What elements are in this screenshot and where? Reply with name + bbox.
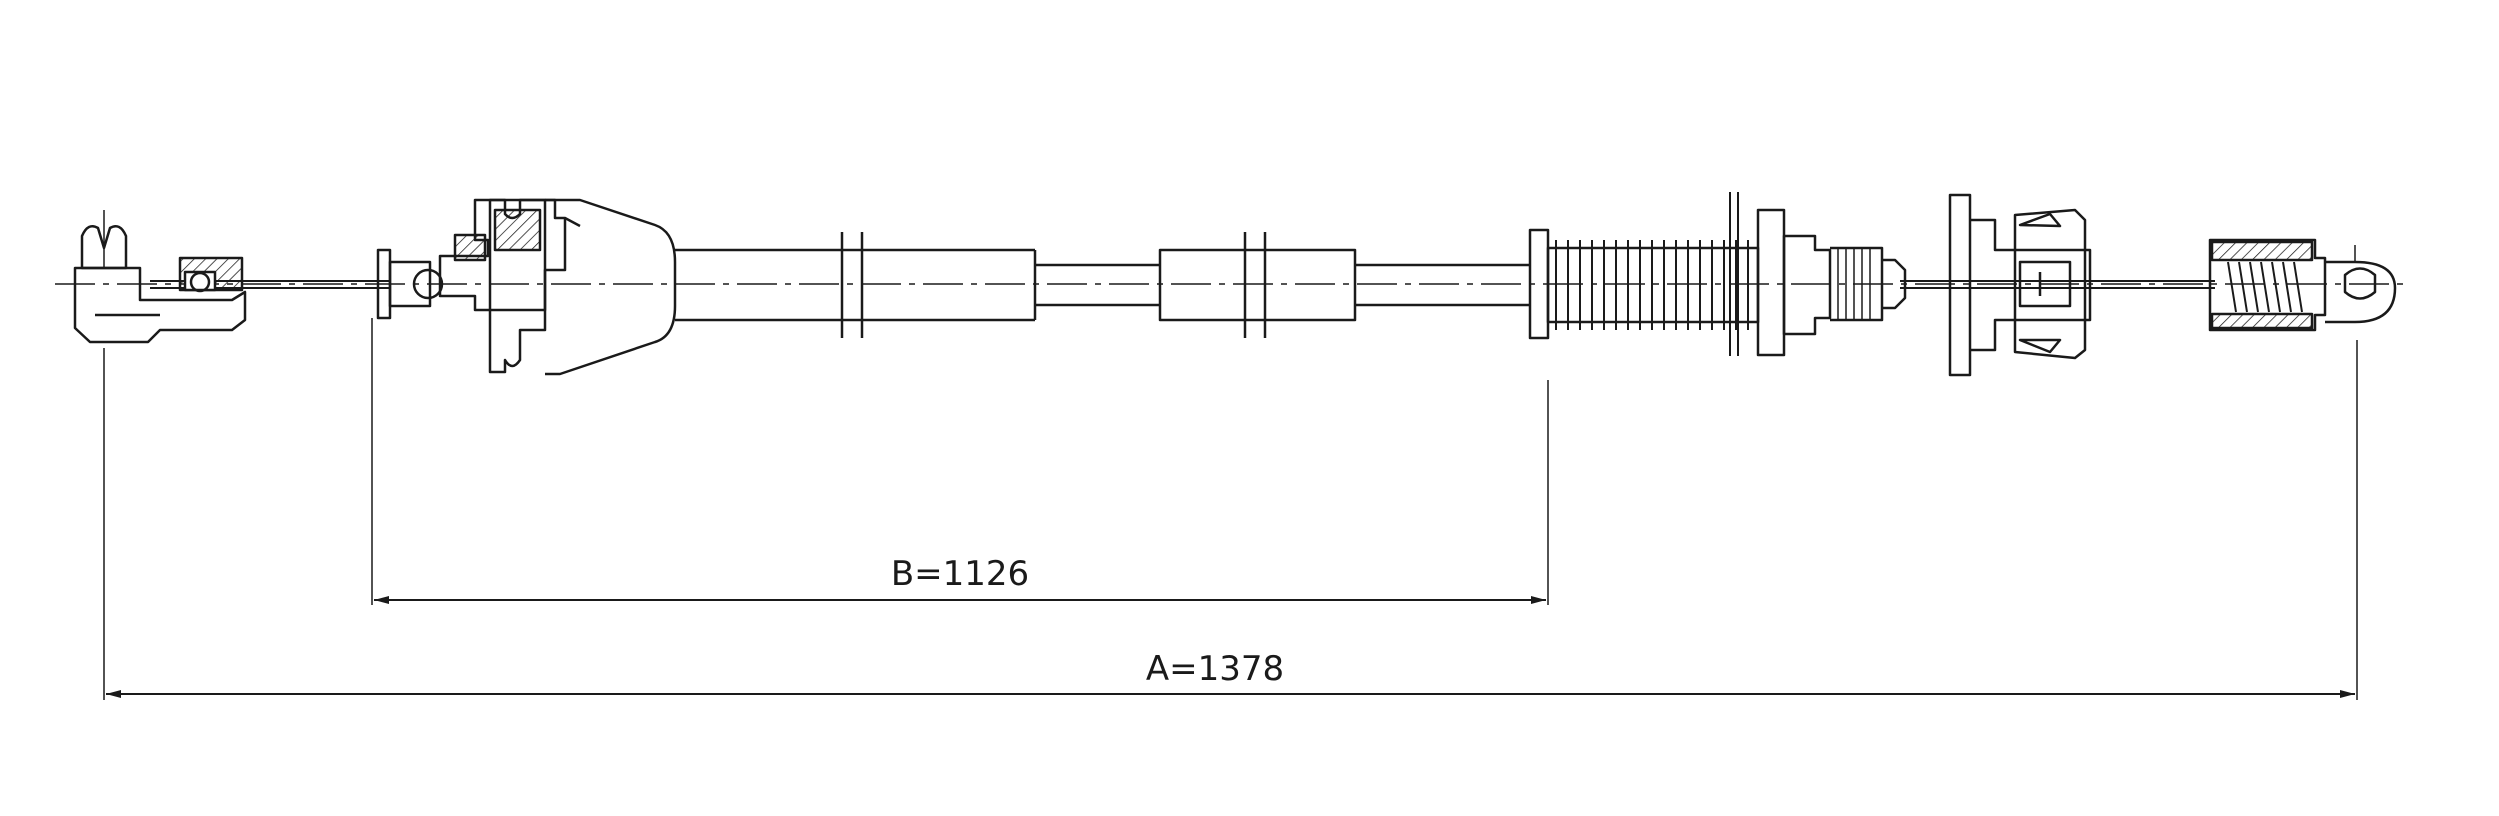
dimension-b: B=1126: [374, 554, 1546, 604]
dimension-b-label: B=1126: [891, 554, 1029, 594]
left-clip-fitting: [73, 210, 247, 700]
adjuster-nut: [1729, 192, 1907, 357]
right-end-fitting: [2208, 238, 2397, 700]
outer-sheath-middle: [1158, 232, 1357, 338]
dimension-a-label: A=1378: [1146, 649, 1284, 689]
spring-coil: [2260, 261, 2270, 313]
middle-cable: [1035, 263, 1530, 307]
adjuster-flange: [1528, 228, 1550, 605]
outer-sheath-left: [675, 232, 1037, 338]
spring-coil: [2238, 261, 2248, 313]
boot-corrugations: [1555, 240, 1749, 330]
spring-coil: [2282, 261, 2292, 313]
spring-coil: [2227, 261, 2237, 313]
spring-coil: [2249, 261, 2259, 313]
spring-coil: [2271, 261, 2281, 313]
left-ferrule: [371, 248, 444, 605]
pedal-mount-bracket: [1948, 193, 2092, 377]
grommet-cone: [438, 198, 677, 376]
dimension-a: A=1378: [106, 649, 2355, 698]
return-spring: [2227, 261, 2303, 313]
spring-coil: [2293, 261, 2303, 313]
